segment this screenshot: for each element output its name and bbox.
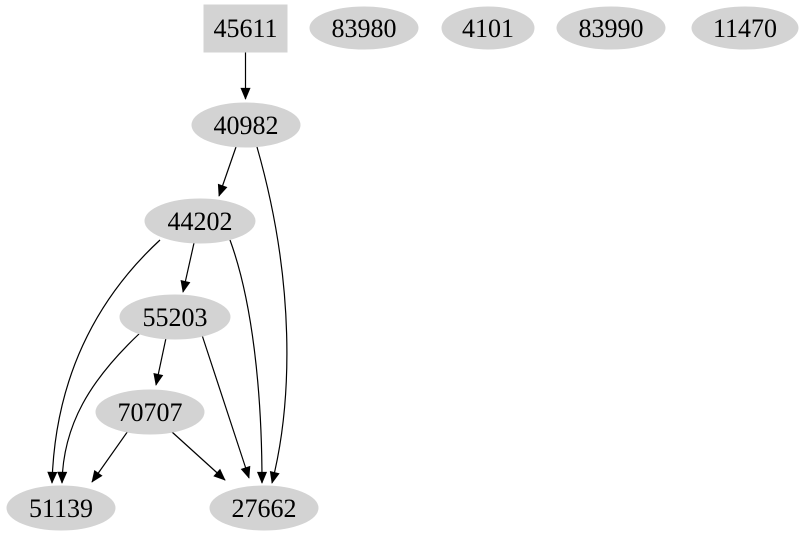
node-55203-shape xyxy=(119,294,231,340)
node-11470: 11470 xyxy=(691,6,799,50)
node-40982: 40982 xyxy=(191,102,301,148)
node-70707-shape xyxy=(95,389,205,435)
node-55203-label: 55203 xyxy=(143,303,208,332)
node-4101-label: 4101 xyxy=(462,14,514,43)
node-83980: 83980 xyxy=(309,6,419,50)
edge-70707-to-51139 xyxy=(91,430,129,483)
node-44202-label: 44202 xyxy=(168,207,233,236)
node-55203: 55203 xyxy=(119,294,231,340)
node-11470-shape xyxy=(691,6,799,50)
node-51139-shape xyxy=(6,485,116,531)
node-4101: 4101 xyxy=(441,6,535,50)
node-layer: 45611 83980 4101 83990 11470 40982 xyxy=(6,4,799,531)
node-83990: 83990 xyxy=(556,6,666,50)
edge-55203-to-70707 xyxy=(153,337,167,386)
node-45611-shape xyxy=(203,4,288,53)
edge-40982-to-44202 xyxy=(217,146,237,197)
node-40982-shape xyxy=(191,102,301,148)
node-27662-shape xyxy=(209,485,319,531)
node-4101-shape xyxy=(441,6,535,50)
node-70707: 70707 xyxy=(95,389,205,435)
edge-layer xyxy=(47,52,288,484)
node-11470-label: 11470 xyxy=(713,14,777,43)
node-40982-label: 40982 xyxy=(214,111,279,140)
node-27662: 27662 xyxy=(209,485,319,531)
node-83990-label: 83990 xyxy=(579,14,644,43)
edge-44202-to-51139 xyxy=(47,239,161,484)
node-51139: 51139 xyxy=(6,485,116,531)
node-44202-shape xyxy=(144,198,256,244)
node-70707-label: 70707 xyxy=(118,398,183,427)
node-83980-label: 83980 xyxy=(332,14,397,43)
node-44202: 44202 xyxy=(144,198,256,244)
node-83980-shape xyxy=(309,6,419,50)
edge-40982-to-27662 xyxy=(256,146,288,484)
edge-44202-to-55203 xyxy=(180,242,195,293)
edge-55203-to-27662 xyxy=(201,334,251,479)
node-51139-label: 51139 xyxy=(29,494,93,523)
node-83990-shape xyxy=(556,6,666,50)
node-27662-label: 27662 xyxy=(232,494,297,523)
edge-55203-to-51139 xyxy=(57,332,141,484)
edge-70707-to-27662 xyxy=(171,431,226,481)
node-45611: 45611 xyxy=(203,4,288,53)
node-45611-label: 45611 xyxy=(213,14,277,43)
edge-44202-to-27662 xyxy=(229,239,268,484)
